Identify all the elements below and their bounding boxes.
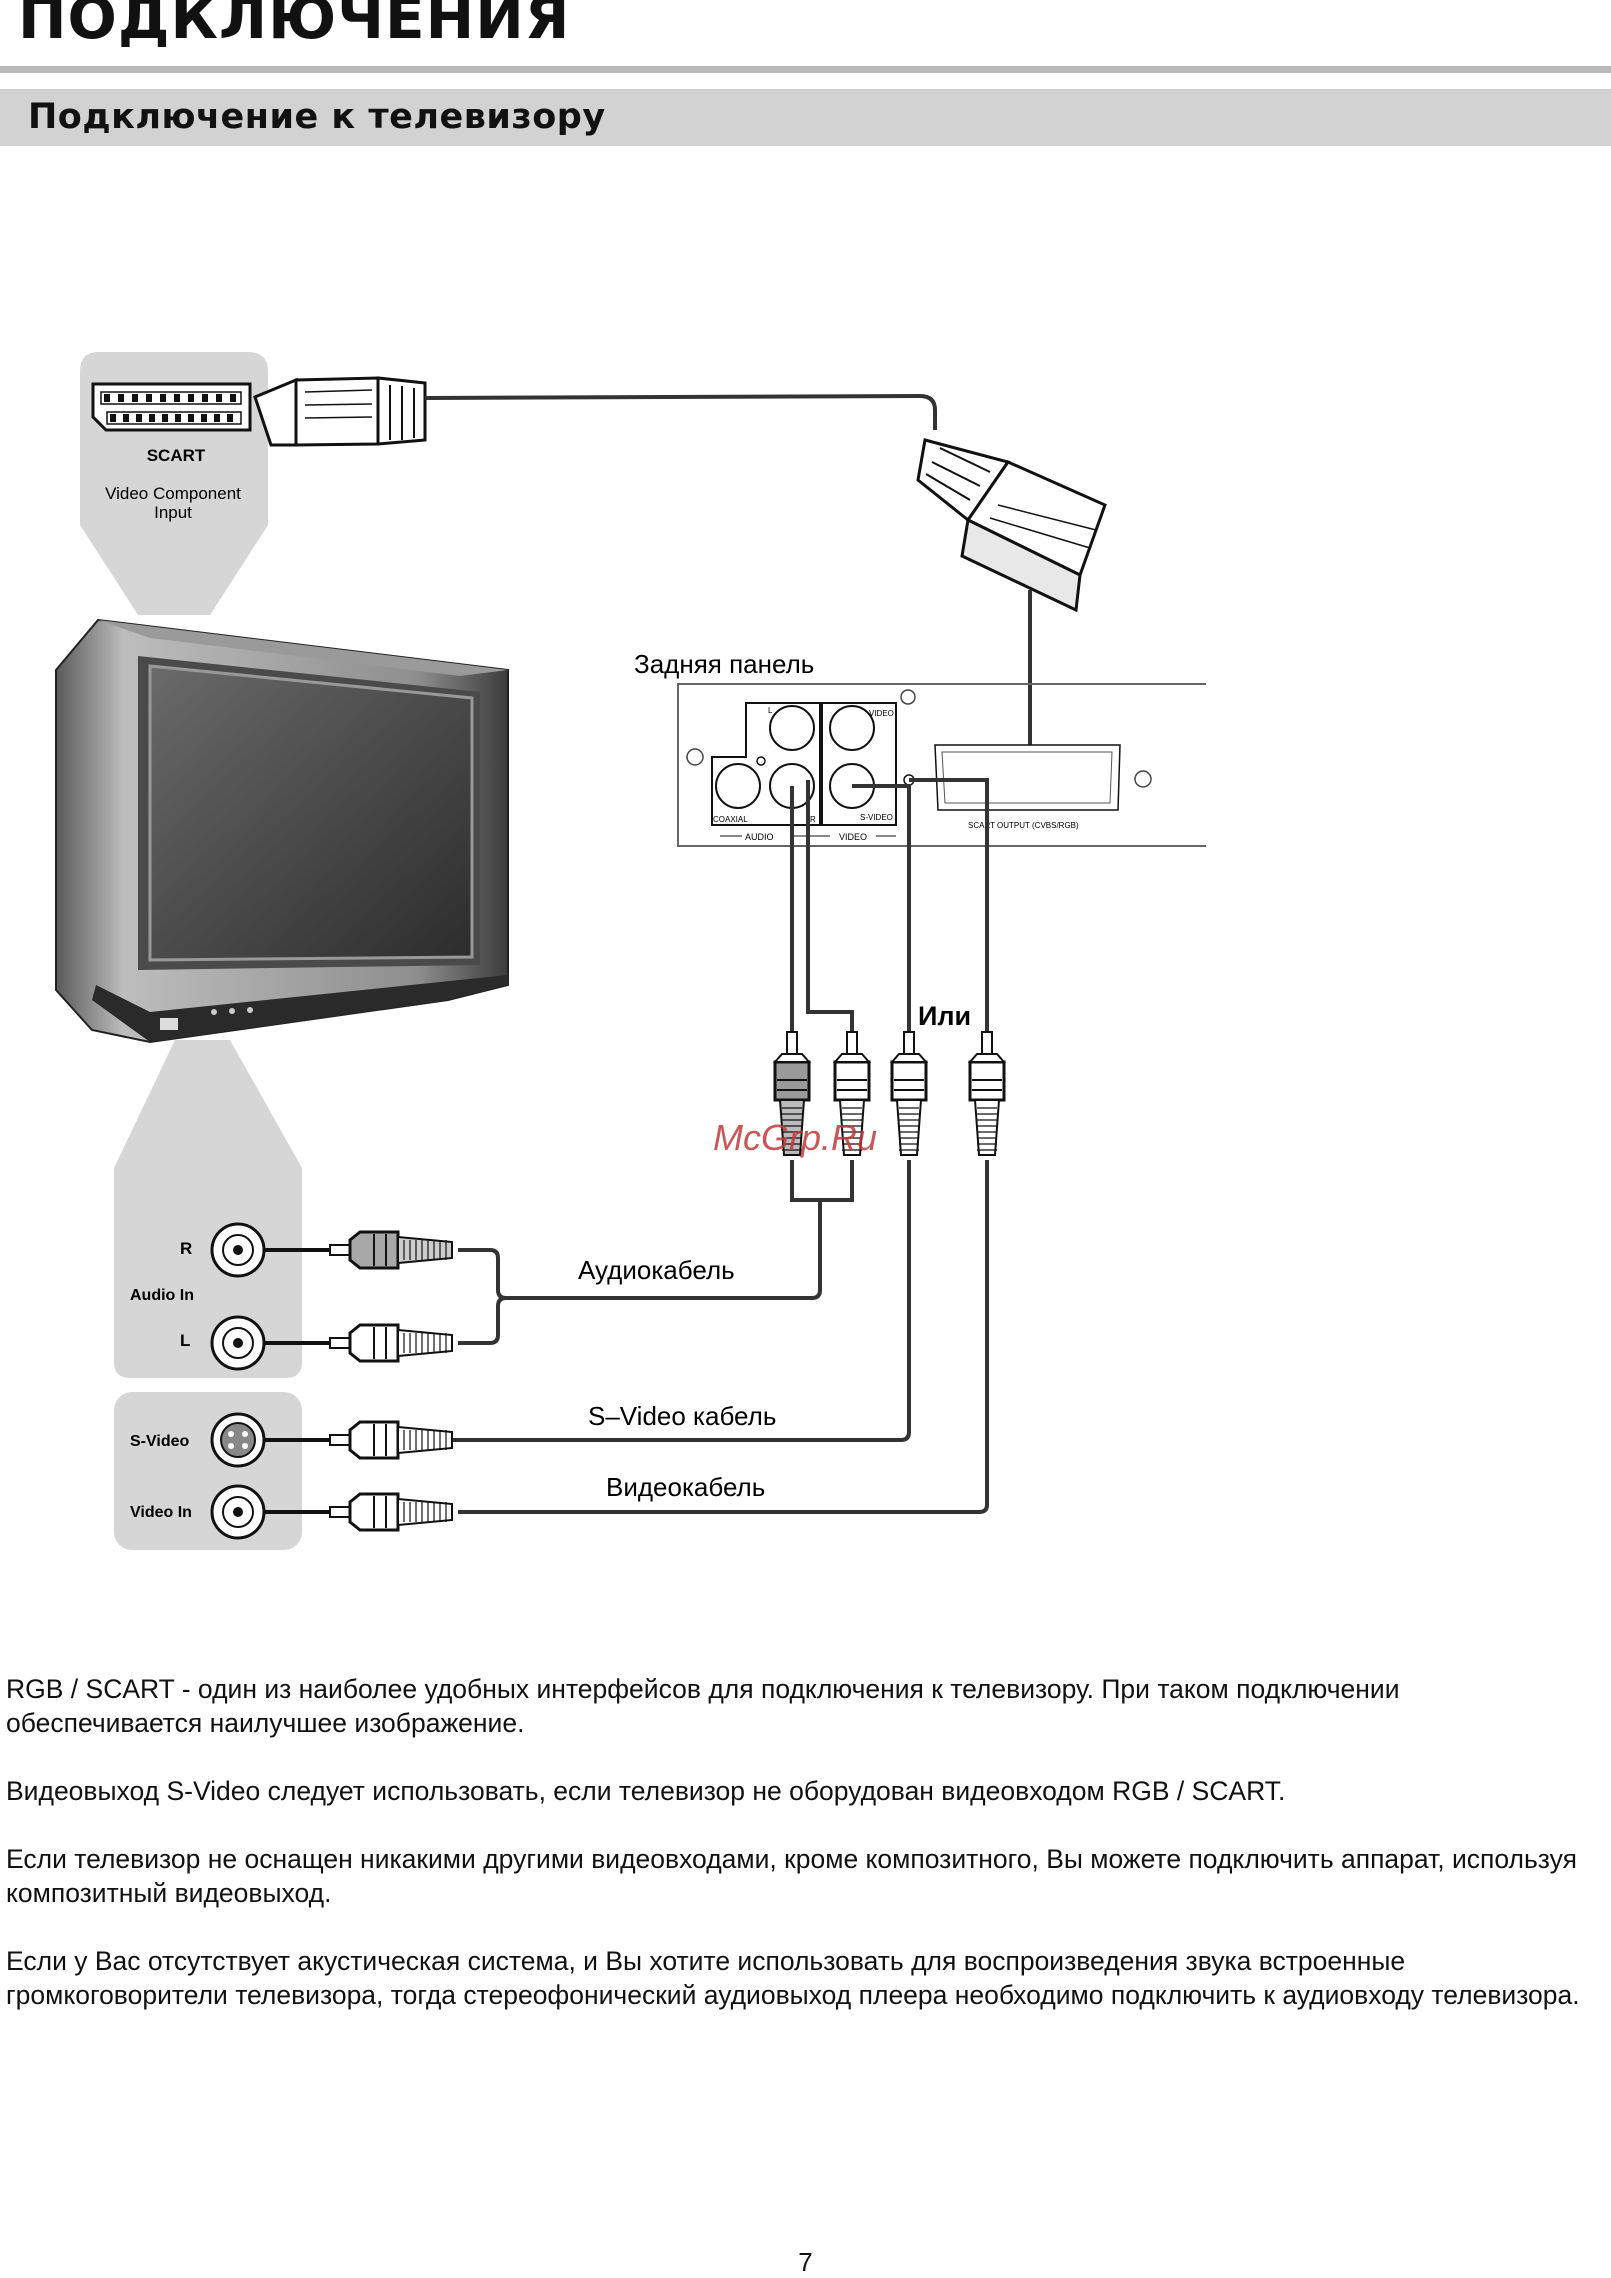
rca-plug-icon	[889, 1031, 929, 1156]
input-label: Input	[154, 503, 192, 522]
scart-socket-icon	[91, 382, 252, 432]
input-cables	[441, 1160, 989, 1514]
rear-panel-label: Задняя панель	[634, 649, 814, 679]
panel-svideo-label: S-VIDEO	[860, 813, 893, 822]
video-jack-icon	[210, 1484, 266, 1540]
rca-jack-l-icon	[210, 1315, 266, 1371]
audio-in-callout: R Audio In L	[114, 1040, 302, 1378]
video-component-label: Video Component	[105, 484, 241, 503]
watermark: McGrp.Ru	[713, 1117, 877, 1158]
title-rule	[0, 66, 1611, 73]
scart-plug-left-icon	[253, 376, 427, 447]
rca-plug-icon	[264, 1323, 453, 1363]
section-title: Подключение к телевизору	[28, 97, 606, 137]
video-in-callout: S-Video Video In	[114, 1392, 302, 1550]
body-text: RGB / SCART - один из наиболее удобных и…	[6, 1672, 1601, 2046]
scart-label: SCART	[147, 446, 206, 465]
connection-diagram: SCART Video Component Input Задняя панел…	[55, 352, 1206, 1550]
tv-l-label: L	[180, 1331, 190, 1350]
rca-plug-icon	[832, 1031, 872, 1156]
svideo-cable-label: S–Video кабель	[588, 1401, 776, 1431]
scart-callout: SCART Video Component Input	[80, 352, 268, 615]
tv-svideo-label: S-Video	[130, 1433, 190, 1450]
rca-jack-r-icon	[210, 1222, 266, 1278]
rca-plug-icon	[264, 1420, 453, 1460]
rca-plug-icon	[772, 1031, 812, 1156]
paragraph-svideo: Видеовыход S-Video следует использовать,…	[6, 1776, 1286, 1806]
svideo-jack-icon	[210, 1412, 266, 1468]
page-number: 7	[798, 2247, 813, 2277]
panel-video-group-label: VIDEO	[839, 832, 867, 842]
rear-panel: L VIDEO COAXIAL R S-VIDEO AUDIO VIDEO SC…	[677, 683, 1206, 847]
rca-plug-icon	[264, 1492, 453, 1532]
section-bar	[0, 89, 1611, 146]
paragraph-audio: Если у Вас отсутствует акустическая сист…	[6, 1946, 1580, 2010]
rear-cables	[790, 778, 989, 1034]
paragraph-rgb-scart: RGB / SCART - один из наиболее удобных и…	[6, 1674, 1400, 1738]
panel-r-label: R	[810, 815, 816, 824]
video-cable-label: Видеокабель	[606, 1472, 765, 1502]
or-label: Или	[918, 1001, 971, 1031]
scart-cable	[424, 393, 937, 430]
tv-video-in-label: Video In	[130, 1504, 192, 1521]
rca-plug-icon	[967, 1031, 1007, 1156]
rca-plug-icon	[264, 1230, 453, 1270]
page-title: ПОДКЛЮЧЕНИЯ	[18, 0, 571, 52]
paragraph-composite: Если телевизор не оснащен никакими други…	[6, 1844, 1577, 1908]
panel-l-label: L	[768, 706, 773, 715]
audio-cable-label: Аудиокабель	[578, 1255, 735, 1285]
panel-coaxial-label: COAXIAL	[713, 815, 748, 824]
tv-r-label: R	[180, 1239, 192, 1258]
tv-audio-in-label: Audio In	[130, 1287, 194, 1304]
panel-audio-label: AUDIO	[745, 832, 774, 842]
panel-video-label: VIDEO	[869, 709, 894, 718]
tv-icon	[55, 618, 509, 1044]
panel-scart-output-label: SCART OUTPUT (CVBS/RGB)	[968, 821, 1079, 830]
scart-plug-right-icon	[916, 438, 1107, 613]
